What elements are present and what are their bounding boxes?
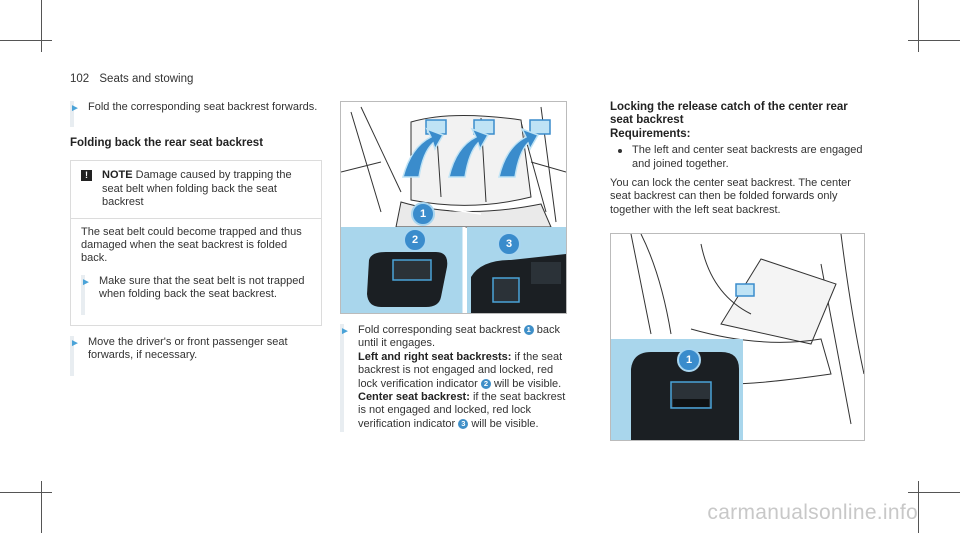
body-text: You can lock the center seat backrest. T… (610, 177, 851, 216)
step-text: Fold corresponding seat backrest (358, 324, 521, 336)
callout-ref-1: 1 (523, 325, 534, 336)
step-text: Fold the corresponding seat backrest for… (88, 101, 318, 113)
left-column: ► Fold the corresponding seat backrest f… (70, 101, 322, 376)
left-right-label: Left and right seat backrests: (358, 350, 512, 363)
step-text: Move the driver's or front passenger sea… (88, 335, 288, 362)
step-bar (340, 324, 344, 432)
note-body: The seat belt could become trapped and t… (71, 219, 321, 325)
step-move-seat: ► Move the driver's or front passenger s… (70, 335, 322, 376)
note-box: ! NOTE Damage caused by trapping the sea… (70, 160, 322, 326)
step-bar (70, 101, 74, 127)
crop-mark (41, 0, 42, 52)
arrow-right-icon: ► (70, 103, 80, 114)
callout-3: 3 (497, 232, 521, 256)
requirements-label: Requirements: (610, 127, 691, 140)
requirement-text: The left and center seat backrests are e… (632, 144, 863, 170)
step-instruction: Fold corresponding seat backrest 1 back … (358, 324, 575, 351)
rear-seat-illustration: 1 2 3 (340, 101, 567, 314)
callout-ref-3: 3 (458, 418, 469, 429)
callout-2: 2 (403, 228, 427, 252)
step-content: Fold corresponding seat backrest 1 back … (358, 324, 575, 431)
warning-icon: ! (81, 170, 92, 182)
center-seat-drawing (611, 234, 864, 440)
crop-mark (0, 40, 52, 41)
note-title-description: Damage caused by trapping the seat belt … (102, 169, 292, 209)
page-number: 102 (70, 73, 90, 85)
callout-ref-2: 2 (480, 378, 491, 389)
arrow-right-icon: ► (70, 337, 80, 349)
crop-mark (41, 481, 42, 533)
note-step: ► Make sure that the seat belt is not tr… (81, 274, 311, 315)
note-title: NOTE (102, 169, 133, 182)
page-header: 102 Seats and stowing (70, 73, 193, 85)
info-text: will be visible. (493, 377, 562, 390)
arrow-right-icon: ► (81, 276, 91, 288)
center-seat-illustration: 1 (610, 233, 865, 441)
step-fold-forward: ► Fold the corresponding seat backrest f… (70, 101, 322, 127)
note-title-text: NOTE Damage caused by trapping the seat … (102, 169, 311, 209)
left-right-info: Left and right seat backrests: if the se… (358, 351, 575, 391)
info-text: will be visible. (471, 417, 539, 430)
crop-mark (918, 0, 919, 52)
requirement-item: The left and center seat backrests are e… (610, 144, 865, 171)
section-heading: Folding back the rear seat backrest (70, 137, 264, 149)
center-label: Center seat backrest: (358, 391, 470, 404)
step-fold-back: ► Fold corresponding seat backrest 1 bac… (340, 324, 575, 432)
right-column: Locking the release catch of the center … (610, 101, 865, 217)
crop-mark (918, 481, 919, 533)
note-step-text: Make sure that the seat belt is not trap… (99, 274, 305, 301)
divider (71, 217, 321, 219)
callout-1: 1 (411, 202, 435, 226)
step-bar (70, 335, 74, 376)
rear-seat-drawing (341, 102, 566, 313)
note-text: The seat belt could become trapped and t… (81, 225, 302, 265)
callout-1: 1 (677, 348, 701, 372)
section-heading: Locking the release catch of the center … (610, 101, 848, 127)
middle-text: ► Fold corresponding seat backrest 1 bac… (340, 324, 575, 432)
step-text: back until it engages. (358, 324, 561, 350)
crop-mark (908, 40, 960, 41)
section-title: Seats and stowing (99, 73, 194, 85)
info-text: if the seat backrest is not engaged and … (358, 350, 563, 390)
crop-mark (0, 492, 52, 493)
step-bar (81, 274, 85, 315)
bullet-dot (618, 149, 622, 154)
arrow-right-icon: ► (340, 326, 350, 337)
crop-mark (908, 492, 960, 493)
info-text: if the seat backrest is not engaged and … (358, 391, 566, 430)
center-info: Center seat backrest: if the seat backre… (358, 391, 575, 431)
watermark: carmanualsonline.info (707, 501, 918, 524)
note-header: ! NOTE Damage caused by trapping the sea… (71, 161, 321, 217)
